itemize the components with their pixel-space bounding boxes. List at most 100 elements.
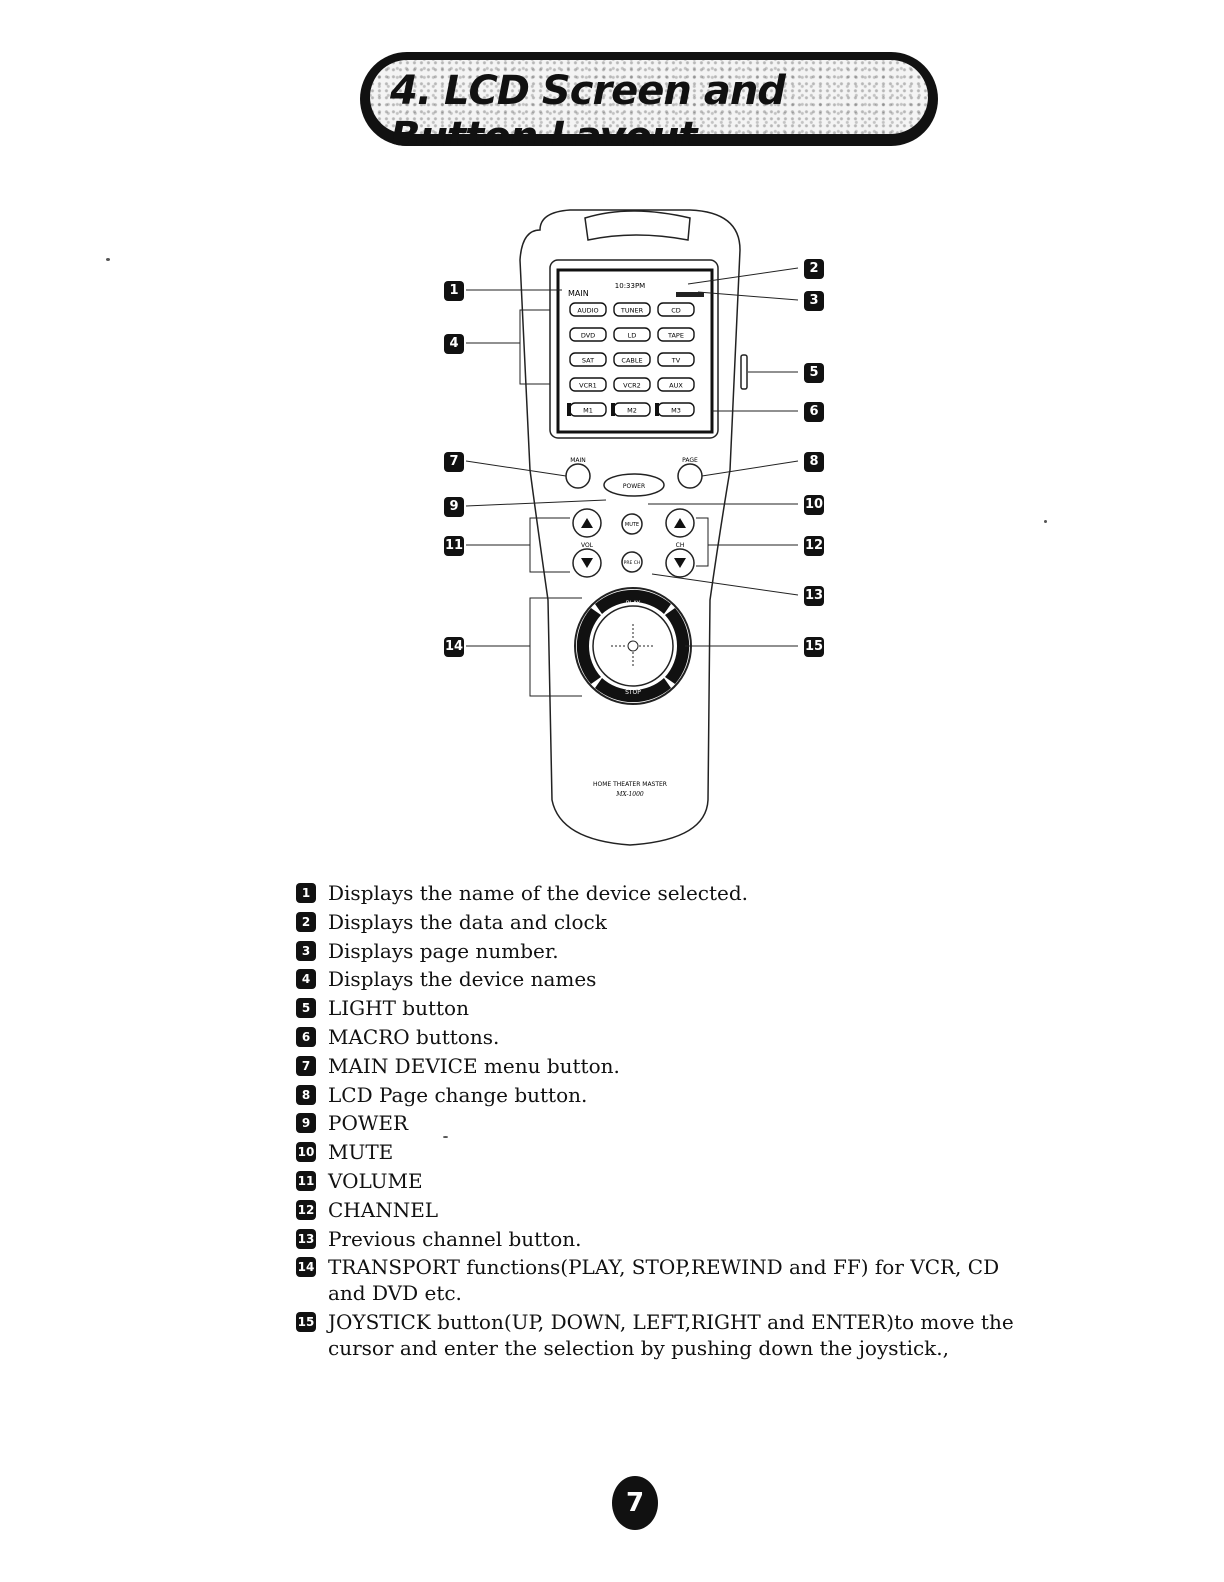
lcd-device-button[interactable] xyxy=(657,327,695,342)
lcd-device-button[interactable] xyxy=(613,302,651,317)
item-text: LIGHT button xyxy=(328,996,469,1021)
callout-badge: 1 xyxy=(444,281,464,301)
lcd-button-label: DVD xyxy=(581,332,595,340)
item-text: MAIN DEVICE menu button. xyxy=(328,1053,620,1078)
page-button[interactable] xyxy=(677,463,703,489)
item-number-badge: 7 xyxy=(296,1055,316,1076)
ch-label: CH xyxy=(676,542,685,549)
lcd-page-indicator xyxy=(676,292,704,297)
item-number-badge: 13 xyxy=(296,1228,316,1249)
lcd-device-button[interactable] xyxy=(569,327,607,342)
callout-badge: 6 xyxy=(804,402,824,422)
section-title: 4. LCD Screen and Button Layout xyxy=(390,68,786,146)
item-number-badge: 8 xyxy=(296,1084,316,1105)
pre-ch-label: PRE CH xyxy=(624,560,641,566)
lcd-button-label: M3 xyxy=(671,407,681,415)
item-number-badge: 6 xyxy=(296,1026,316,1047)
brand-line-2: MX-1000 xyxy=(615,791,644,798)
mute-button-label: MUTE xyxy=(625,522,639,528)
lcd-device-button[interactable] xyxy=(613,377,651,392)
scan-speck xyxy=(106,258,110,261)
callout-badge: 12 xyxy=(804,536,824,556)
lcd-button-label: LD xyxy=(628,332,637,340)
callout-badge: 14 xyxy=(444,637,464,657)
macro-marker-icon xyxy=(655,403,659,416)
ff-button[interactable] xyxy=(665,608,690,684)
description-item: 3 Displays page number. xyxy=(296,938,1016,964)
item-text: VOLUME xyxy=(328,1168,423,1193)
lcd-device-button[interactable] xyxy=(657,302,695,317)
item-text: MACRO buttons. xyxy=(328,1024,500,1049)
scan-speck xyxy=(1044,520,1047,523)
macro-marker-icon xyxy=(567,403,571,416)
page-number: 7 xyxy=(612,1476,658,1530)
scan-speck xyxy=(443,1136,448,1138)
joystick-crosshair-icon xyxy=(611,624,655,668)
description-item: 9 POWER xyxy=(296,1110,1016,1136)
lcd-device-button[interactable] xyxy=(657,352,695,367)
item-number-badge: 11 xyxy=(296,1170,316,1191)
lcd-device-button[interactable] xyxy=(569,302,607,317)
lcd-button-label: VCR1 xyxy=(579,382,597,390)
item-text: POWER xyxy=(328,1111,409,1136)
lcd-button-label: M1 xyxy=(583,407,593,415)
page-button-label: PAGE xyxy=(682,457,698,464)
item-text: Previous channel button. xyxy=(328,1226,582,1251)
ch-down-arrow-icon xyxy=(674,558,686,568)
power-button[interactable] xyxy=(603,473,665,497)
lcd-button-label: AUDIO xyxy=(577,307,598,315)
ch-up-arrow-icon xyxy=(674,518,686,528)
item-number-badge: 2 xyxy=(296,911,316,932)
joystick-button[interactable] xyxy=(592,605,674,687)
description-item: 2 Displays the data and clock xyxy=(296,909,1016,935)
item-number-badge: 9 xyxy=(296,1113,316,1134)
vol-up-arrow-icon xyxy=(581,518,593,528)
item-number-badge: 4 xyxy=(296,969,316,990)
vol-down-arrow-icon xyxy=(581,558,593,568)
lcd-device-button[interactable] xyxy=(657,377,695,392)
section-banner: 4. LCD Screen and Button Layout xyxy=(360,52,938,146)
lcd-bezel xyxy=(549,259,719,439)
light-button[interactable] xyxy=(740,354,748,390)
description-item: 6 MACRO buttons. xyxy=(296,1024,1016,1050)
lcd-device-button[interactable] xyxy=(569,377,607,392)
callout-badge: 3 xyxy=(804,291,824,311)
description-item: 7 MAIN DEVICE menu button. xyxy=(296,1053,1016,1079)
item-text: TRANSPORT functions(PLAY, STOP,REWIND an… xyxy=(328,1255,1000,1306)
rewind-button[interactable] xyxy=(576,608,601,684)
pre-ch-button[interactable] xyxy=(621,551,643,573)
item-text: Displays page number. xyxy=(328,938,559,963)
item-text: Displays the name of the device selected… xyxy=(328,881,749,905)
callout-badge: 13 xyxy=(804,586,824,606)
item-number-badge: 14 xyxy=(296,1257,316,1278)
item-text: MUTE xyxy=(328,1140,394,1165)
description-item: 11 VOLUME xyxy=(296,1168,1016,1194)
callout-badge: 9 xyxy=(444,497,464,517)
mute-button[interactable] xyxy=(621,513,643,535)
callout-badge: 11 xyxy=(444,536,464,556)
lcd-button-label: VCR2 xyxy=(623,382,641,390)
lcd-device-button[interactable] xyxy=(613,352,651,367)
play-button[interactable] xyxy=(595,589,671,614)
lcd-device-button[interactable] xyxy=(613,327,651,342)
vol-label: VOL xyxy=(581,542,594,549)
main-button[interactable] xyxy=(565,463,591,489)
lcd-button-label: SAT xyxy=(582,357,594,365)
lcd-device-button[interactable] xyxy=(569,352,607,367)
stop-button[interactable] xyxy=(595,678,671,703)
remote-body xyxy=(519,209,741,846)
joystick-center-icon xyxy=(627,640,639,652)
lcd-button-label: CD xyxy=(671,307,681,315)
lcd-clock: 10:33PM xyxy=(615,282,645,290)
item-number-badge: 15 xyxy=(296,1312,316,1333)
item-number-badge: 3 xyxy=(296,940,316,961)
item-text: Displays the data and clock xyxy=(328,909,607,934)
